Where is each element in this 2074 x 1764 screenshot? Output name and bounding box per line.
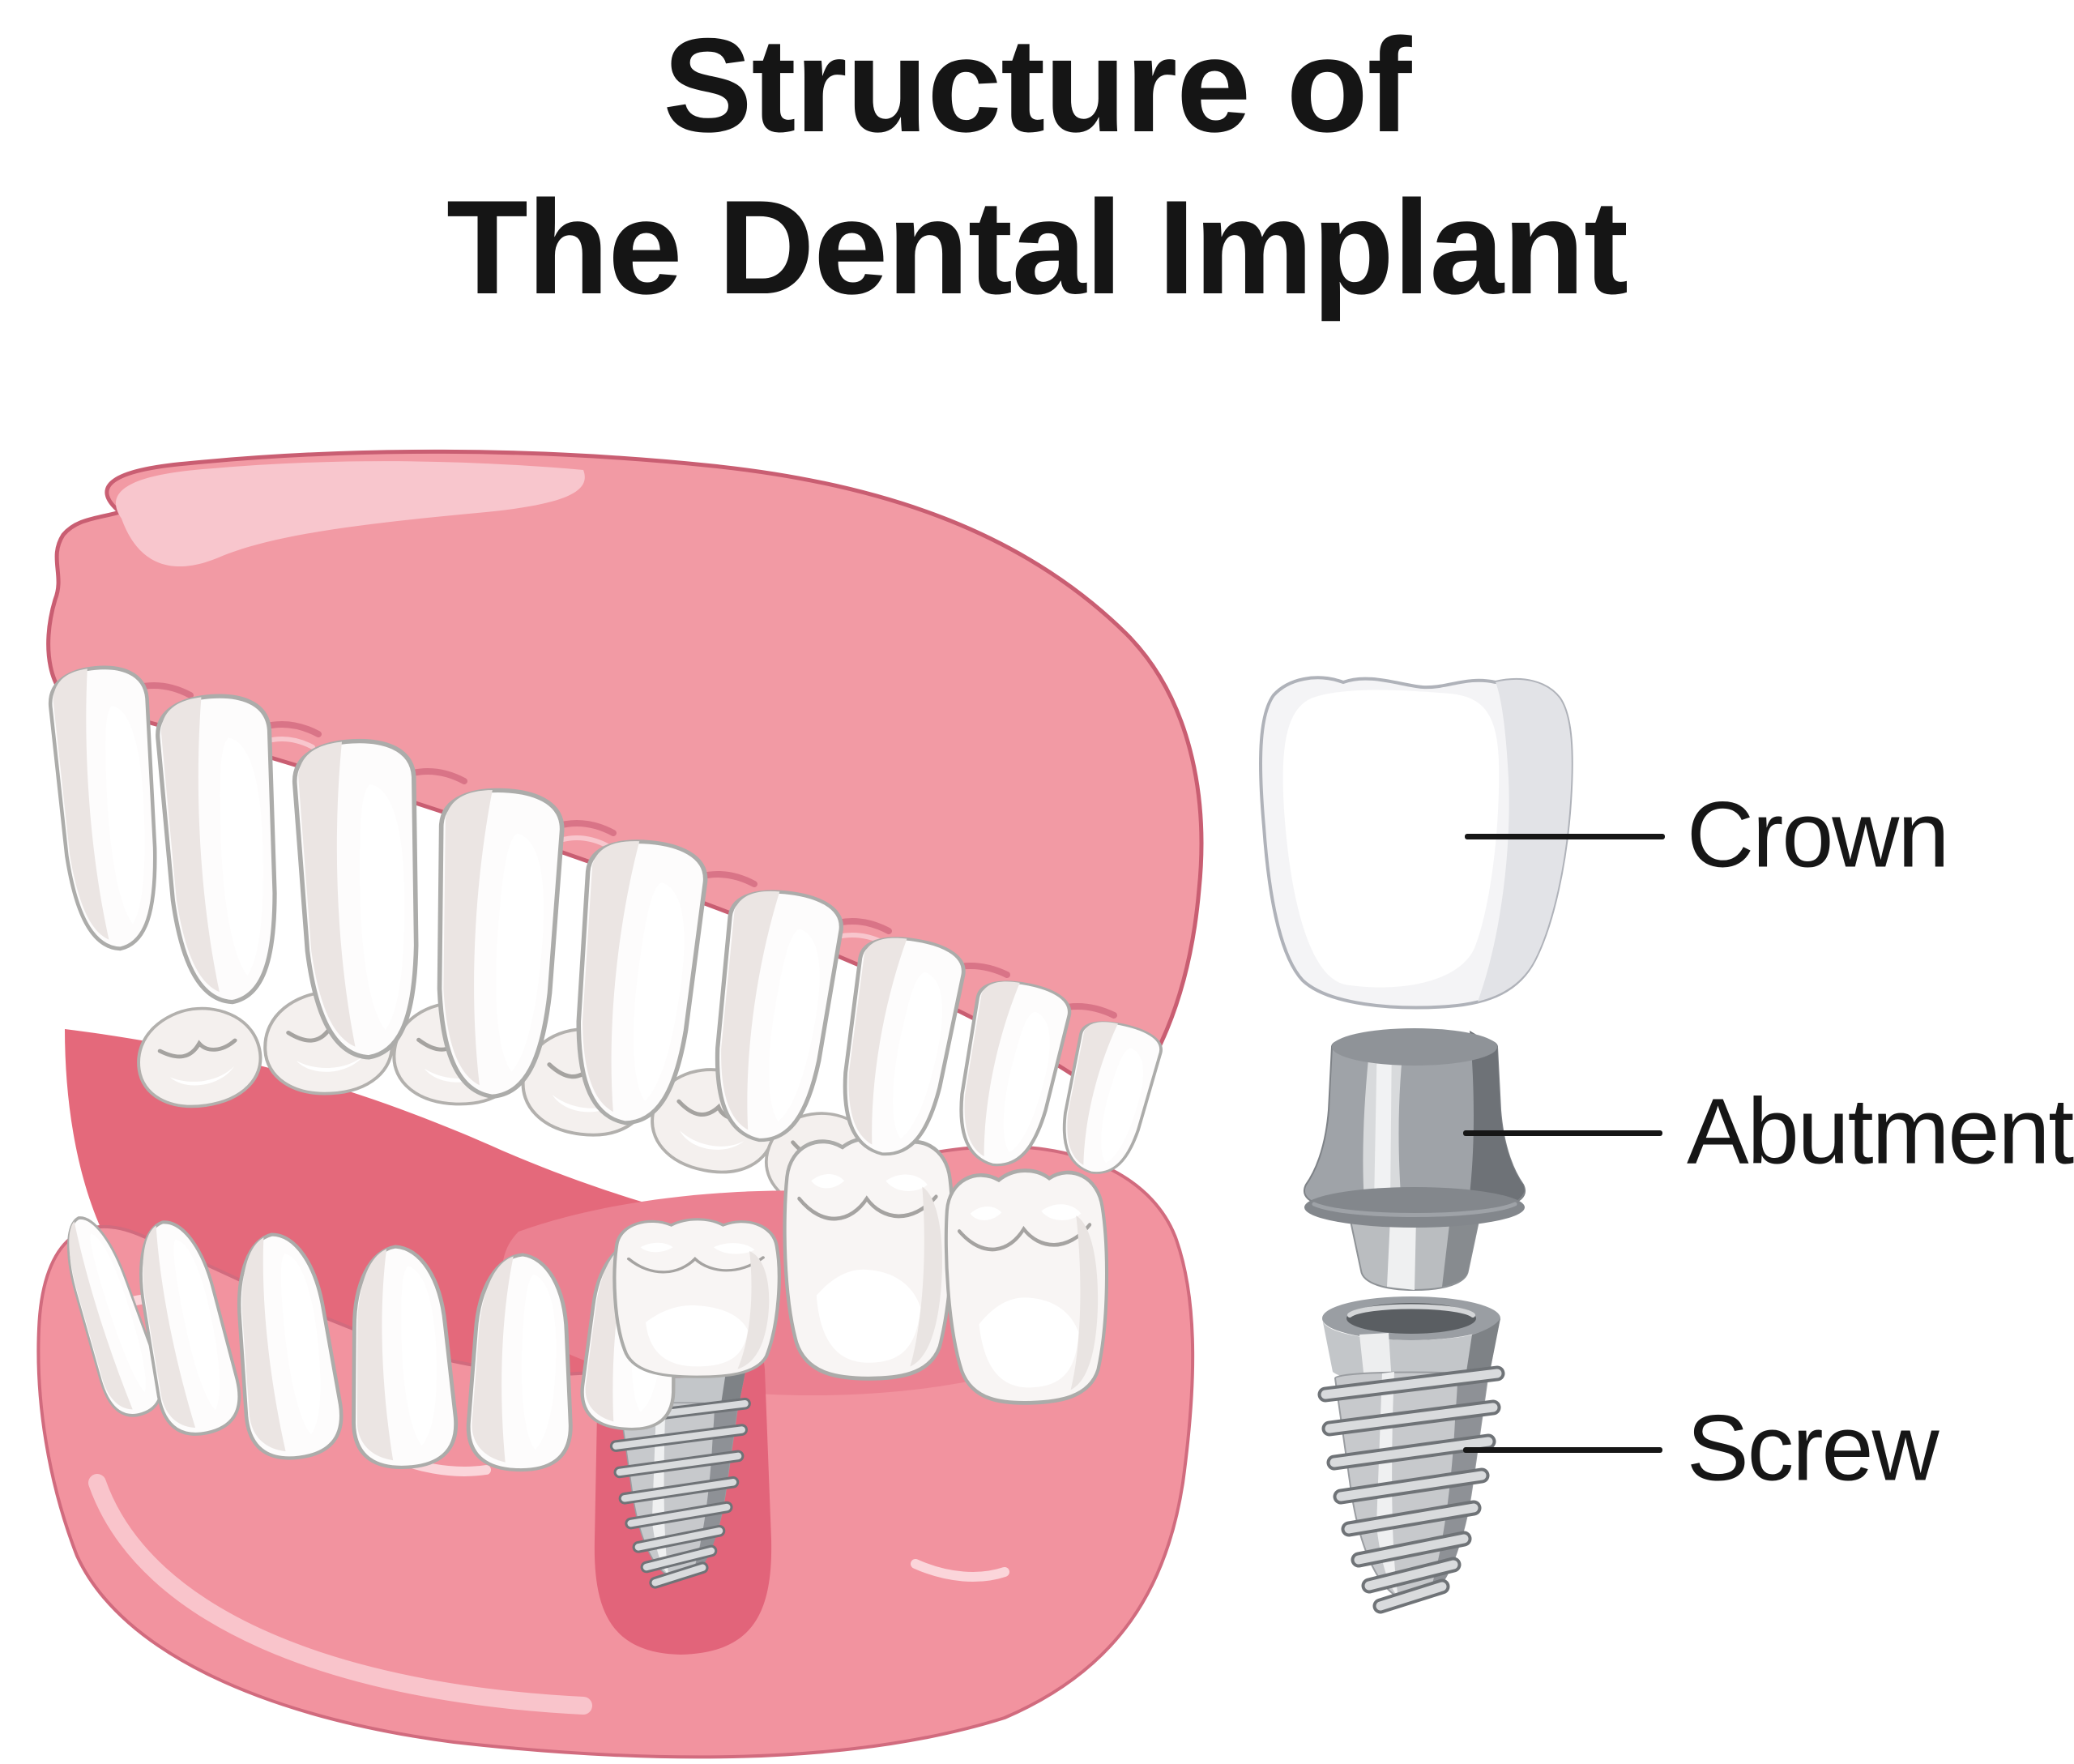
upper-gum-highlight — [116, 461, 585, 567]
page-title-line1: Structure of — [663, 11, 1411, 160]
implant-crown-tooth — [614, 1219, 779, 1377]
screw-label: Screw — [1687, 1396, 1940, 1501]
abutment-illustration — [1304, 1028, 1526, 1292]
crown-illustration — [1259, 676, 1573, 1010]
screw-connector-line — [1463, 1447, 1662, 1453]
abutment-label: Abutment — [1687, 1079, 2074, 1184]
crown-connector-line — [1465, 834, 1665, 839]
page-title: Structure of The Dental Implant — [0, 5, 2074, 328]
lower-gum-highlight — [88, 1474, 592, 1715]
denture-model-illustration — [36, 449, 1204, 1759]
page-title-line2: The Dental Implant — [446, 172, 1628, 322]
gum-glint — [911, 1559, 1009, 1582]
crown-label: Crown — [1687, 783, 1949, 887]
abutment-connector-line — [1463, 1130, 1662, 1136]
